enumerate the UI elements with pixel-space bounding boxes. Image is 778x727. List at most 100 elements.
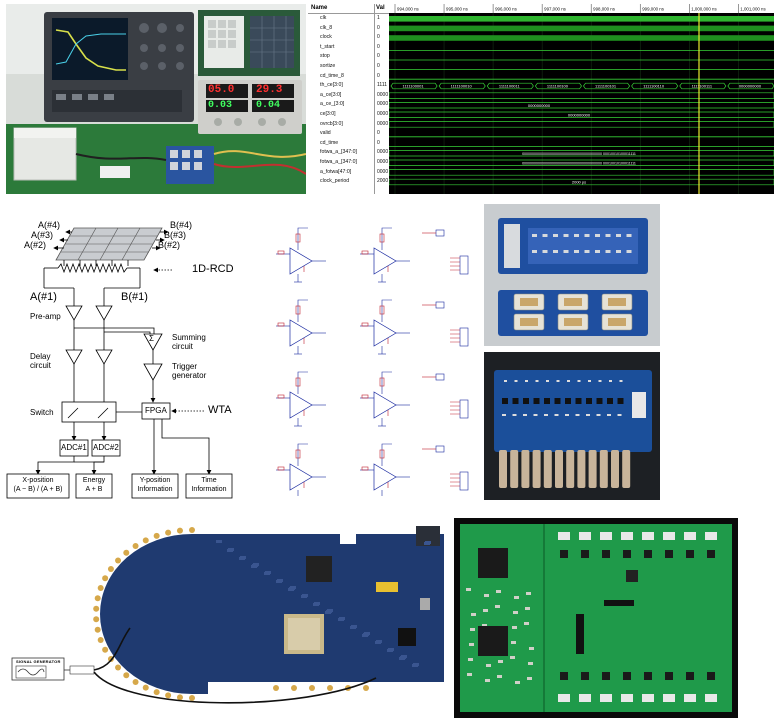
connector-symbol — [459, 399, 469, 419]
time-tick-label: 999,000 ns — [642, 7, 665, 12]
smd-component — [595, 234, 600, 237]
ic-chip — [581, 550, 589, 558]
component-symbol — [435, 229, 445, 237]
detector-enclosure — [13, 127, 77, 181]
smd-component — [471, 613, 476, 616]
signal-name[interactable]: sortize — [320, 62, 336, 69]
smd-component — [495, 605, 500, 608]
time-tick-label: 1,001,000 ns — [740, 7, 766, 12]
opamp-symbol — [289, 319, 313, 347]
bus-segment — [679, 82, 727, 90]
label-energy: Energy A + B — [82, 477, 106, 493]
ic-chip — [665, 672, 673, 680]
smd-component — [484, 594, 489, 597]
header-connector — [705, 532, 717, 540]
test-board — [100, 146, 214, 184]
signal-name[interactable]: cd_time_8 — [320, 72, 344, 79]
block-diagram-svg — [6, 227, 233, 499]
label-adc2: ADC#2 — [93, 443, 119, 452]
smd-component — [626, 250, 632, 253]
signal-name[interactable]: valid — [320, 130, 331, 137]
connector-pin — [532, 450, 541, 488]
signal-name[interactable]: clock_period — [320, 178, 350, 185]
signal-name[interactable]: ce[3:0] — [320, 110, 336, 117]
smd-component — [544, 414, 548, 416]
label-b1: B(#1) — [121, 291, 148, 303]
time-tick-label: 997,000 ns — [544, 7, 567, 12]
smd-component — [399, 657, 405, 660]
ic-chip — [644, 672, 652, 680]
label-a4: A(#4) — [38, 220, 61, 230]
signal-name[interactable]: clock — [320, 34, 332, 41]
delay-circuit — [65, 349, 113, 402]
fpga-box[interactable] — [141, 402, 212, 475]
smd-component — [470, 628, 475, 631]
connector-pin — [521, 450, 530, 488]
signal-value: 0000 — [377, 91, 389, 98]
label-b2: B(#2) — [158, 240, 181, 250]
signal-value: 0000 — [377, 120, 389, 127]
preamp-schematic — [252, 214, 478, 496]
psu-current-right: 0.04 — [256, 100, 281, 111]
ic-chip — [707, 550, 715, 558]
label-a2: A(#2) — [24, 240, 47, 250]
component-symbol — [435, 445, 445, 453]
connector-pin — [566, 450, 575, 488]
ic-chip — [617, 398, 624, 404]
connector-pin — [588, 450, 597, 488]
bus-value: 1111100110 — [643, 84, 665, 89]
opamp-symbol — [373, 319, 397, 347]
label-summing: Summing circuit — [172, 333, 206, 351]
signal-name[interactable]: clk_8 — [320, 24, 333, 31]
smd-component — [504, 380, 507, 382]
sma-connector — [107, 565, 114, 572]
preamp-symbols — [65, 305, 155, 350]
bus-value: 1111100100 — [547, 84, 569, 89]
switch-box[interactable] — [61, 401, 142, 423]
green-board-illustration — [454, 518, 738, 718]
schematic-wire — [297, 227, 308, 250]
smd-component — [512, 626, 517, 629]
signal-name[interactable]: a_fotwa[47:0] — [320, 168, 352, 175]
label-trigger: Trigger generator — [172, 362, 207, 380]
resistor-symbol — [277, 250, 285, 255]
signal-name[interactable]: cd_time — [320, 139, 339, 146]
resistor-symbol — [379, 233, 385, 243]
header-connector — [621, 532, 633, 540]
bus-waveform — [389, 102, 774, 109]
signal-value: 0000 — [377, 158, 389, 165]
label-b3: B(#3) — [164, 230, 187, 240]
signal-value: 0000 — [377, 149, 389, 156]
sma-connector — [363, 685, 369, 691]
sma-connector — [189, 695, 195, 701]
signal-name[interactable]: ovrcb[3:0] — [320, 120, 343, 127]
smd-component — [338, 618, 344, 621]
smd-component — [529, 647, 534, 650]
signal-name[interactable]: fotwa_a_[347:0] — [320, 149, 357, 156]
signal-name[interactable]: fotwa_a_[347:0] — [320, 158, 357, 165]
smd-component — [533, 414, 538, 416]
smd-component — [563, 234, 569, 237]
smd-component — [565, 414, 569, 416]
signal-name[interactable]: t_start — [320, 43, 335, 50]
header-connector — [684, 694, 696, 702]
smd-component — [502, 414, 506, 416]
signal-name[interactable]: a_ce_[3:0] — [320, 101, 345, 108]
time-ruler — [389, 4, 774, 13]
opamp-symbol — [373, 391, 397, 419]
signal-name[interactable]: stop — [320, 53, 330, 60]
header-connector — [558, 694, 570, 702]
detector-grid — [53, 227, 169, 261]
lab-setup-photo: 05.0 29.3 0.03 0.04 — [6, 4, 306, 194]
resistor-symbol — [277, 394, 285, 399]
signal-name[interactable]: clk — [320, 15, 327, 21]
signal-name[interactable]: a_ce[3:0] — [320, 91, 342, 98]
smd-component — [567, 380, 570, 382]
signal-name[interactable]: th_ce[3:0] — [320, 82, 343, 89]
sma-connector — [115, 664, 122, 671]
label-xpos: X-position (A − B) / (A + B) — [13, 477, 63, 493]
smd-component — [563, 250, 569, 253]
signal-value: 0 — [377, 34, 380, 41]
signal-value: 0000 — [377, 168, 389, 175]
